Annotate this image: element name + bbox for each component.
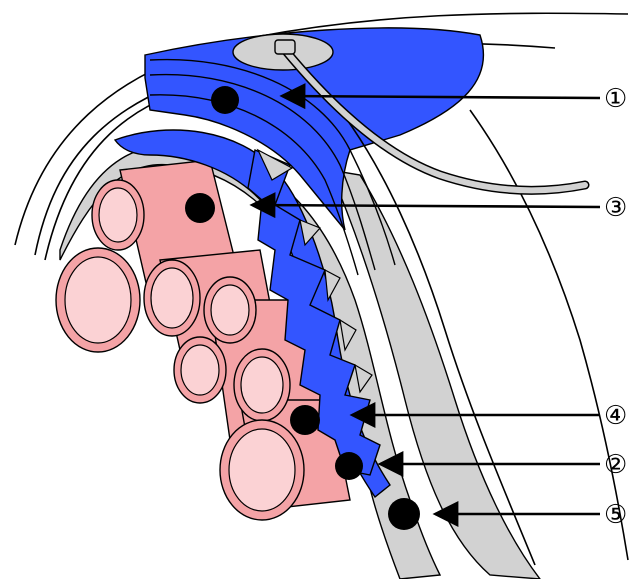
marker-dot bbox=[335, 452, 363, 480]
callout-label-5: ⑤ bbox=[604, 500, 627, 530]
pink-tube-lumen bbox=[241, 357, 283, 413]
pink-tube-lumen bbox=[181, 345, 219, 395]
pink-tube-lumen bbox=[211, 285, 249, 335]
catheter-tip bbox=[275, 40, 295, 54]
pink-tube-lumen bbox=[99, 188, 137, 242]
callout-label-1: ① bbox=[604, 84, 627, 114]
pink-tube-lumen bbox=[151, 268, 193, 328]
callout-label-4: ④ bbox=[604, 401, 627, 431]
callout-label-2: ② bbox=[604, 450, 627, 480]
right-wall-line bbox=[470, 110, 628, 560]
pink-tube-lumen bbox=[229, 429, 295, 511]
marker-dot bbox=[290, 405, 320, 435]
marker-dot bbox=[388, 498, 420, 530]
pink-tube-lumen bbox=[65, 257, 131, 343]
marker-dot bbox=[211, 86, 239, 114]
callout-label-3: ③ bbox=[604, 193, 627, 223]
callout-arrow-3 bbox=[252, 205, 600, 207]
marker-dot bbox=[185, 193, 215, 223]
